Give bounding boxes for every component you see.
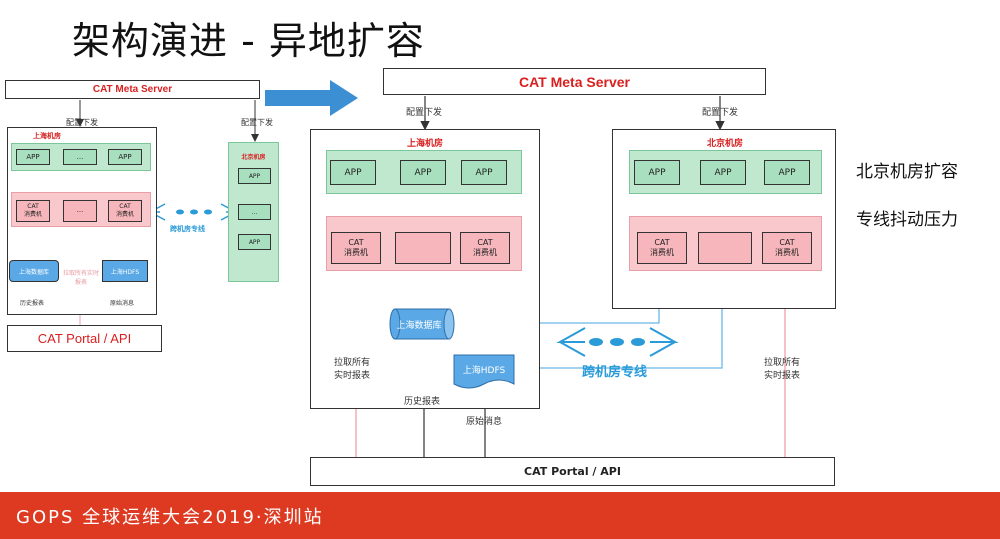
history-report: 历史报表: [404, 397, 441, 407]
bj-cat-1-label: CAT: [654, 237, 670, 247]
portal-api: CAT Portal / API: [310, 457, 835, 486]
left-sh-app-2: ...: [63, 149, 97, 165]
sh-cat-1-sub: 消费机: [344, 248, 368, 257]
left-raw-message: 原始消息: [110, 300, 135, 307]
sh-cat-1: CAT 消费机: [331, 232, 381, 264]
bj-cat-2: [698, 232, 752, 264]
left-sh-cat-3-sub: 消费机: [115, 211, 134, 218]
bj-cat-1-sub: 消费机: [650, 248, 674, 257]
sh-cat-1-label: CAT: [348, 237, 364, 247]
raw-message: 原始消息: [466, 417, 503, 427]
left-pull-realtime: 拉取所有实时报表: [63, 270, 100, 286]
left-portal: CAT Portal / API: [7, 325, 162, 352]
bj-app-3: APP: [764, 160, 810, 185]
left-history-report: 历史报表: [20, 300, 45, 307]
left-cross-room-line: 跨机房专线: [170, 225, 205, 233]
footer-banner: GOPS 全球运维大会2019·深圳站: [0, 492, 1000, 539]
sh-cat-2: [395, 232, 451, 264]
bj-cat-3-sub: 消费机: [775, 248, 799, 257]
left-sh-cat-2: ...: [63, 200, 97, 222]
left-sh-cat-3: CAT 消费机: [108, 200, 142, 222]
bj-cat-3: CAT 消费机: [762, 232, 812, 264]
left-sh-cat-1-sub: 消费机: [23, 211, 42, 218]
pull-realtime-right-1: 拉取所有: [764, 358, 801, 368]
sh-app-3: APP: [461, 160, 507, 185]
database-icon: [389, 308, 455, 340]
left-meta-server: CAT Meta Server: [5, 80, 260, 99]
sh-hdfs-label: 上海HDFS: [462, 365, 506, 376]
left-bj-app-1: APP: [238, 168, 271, 184]
left-shanghai-room-label: 上海机房: [33, 132, 61, 140]
beijing-room-label: 北京机房: [706, 139, 743, 149]
hdfs-icon: [453, 354, 515, 389]
bj-cat-1: CAT 消费机: [637, 232, 687, 264]
pull-realtime-left-2: 实时报表: [334, 370, 371, 381]
shanghai-room-label: 上海机房: [406, 139, 443, 149]
left-sh-database: 上海数据库: [9, 260, 59, 282]
bj-app-1: APP: [634, 160, 680, 185]
pull-realtime-left: 拉取所有 实时报表: [334, 357, 370, 382]
note-line-jitter: 专线抖动压力: [856, 210, 958, 230]
page-title: 架构演进 - 异地扩容: [72, 19, 425, 63]
left-sh-app-1: APP: [16, 149, 50, 165]
sh-database-label: 上海数据库: [396, 320, 442, 331]
left-sh-cat-1: CAT 消费机: [16, 200, 50, 222]
pull-realtime-right: 拉取所有 实时报表: [764, 357, 800, 382]
left-sh-app-3: APP: [108, 149, 142, 165]
sh-app-1: APP: [330, 160, 376, 185]
sh-cat-3-label: CAT: [477, 237, 493, 247]
left-sh-cat-3-label: CAT: [119, 203, 131, 211]
left-config-push-bj: 配置下发: [241, 118, 273, 127]
cross-room-line-label: 跨机房专线: [582, 365, 648, 380]
pull-realtime-right-2: 实时报表: [764, 370, 801, 381]
meta-server: CAT Meta Server: [383, 68, 766, 95]
left-beijing-room-label: 北京机房: [241, 154, 266, 161]
left-sh-hdfs: 上海HDFS: [102, 260, 148, 282]
sh-hdfs: 上海HDFS: [453, 354, 515, 390]
config-push-sh: 配置下发: [406, 108, 443, 118]
pull-realtime-left-1: 拉取所有: [334, 358, 371, 368]
sh-app-2: APP: [400, 160, 446, 185]
transition-arrow: [265, 80, 358, 116]
left-bj-app-2: ...: [238, 204, 271, 220]
bj-cat-3-label: CAT: [779, 237, 795, 247]
left-sh-cat-1-label: CAT: [27, 203, 39, 211]
left-config-push-sh: 配置下发: [66, 118, 98, 127]
config-push-bj: 配置下发: [702, 108, 739, 118]
left-bj-app-3: APP: [238, 234, 271, 250]
sh-cat-3-sub: 消费机: [473, 248, 497, 257]
sh-cat-3: CAT 消费机: [460, 232, 510, 264]
sh-database: 上海数据库: [389, 308, 455, 340]
bj-app-2: APP: [700, 160, 746, 185]
note-beijing-expansion: 北京机房扩容: [856, 162, 958, 182]
